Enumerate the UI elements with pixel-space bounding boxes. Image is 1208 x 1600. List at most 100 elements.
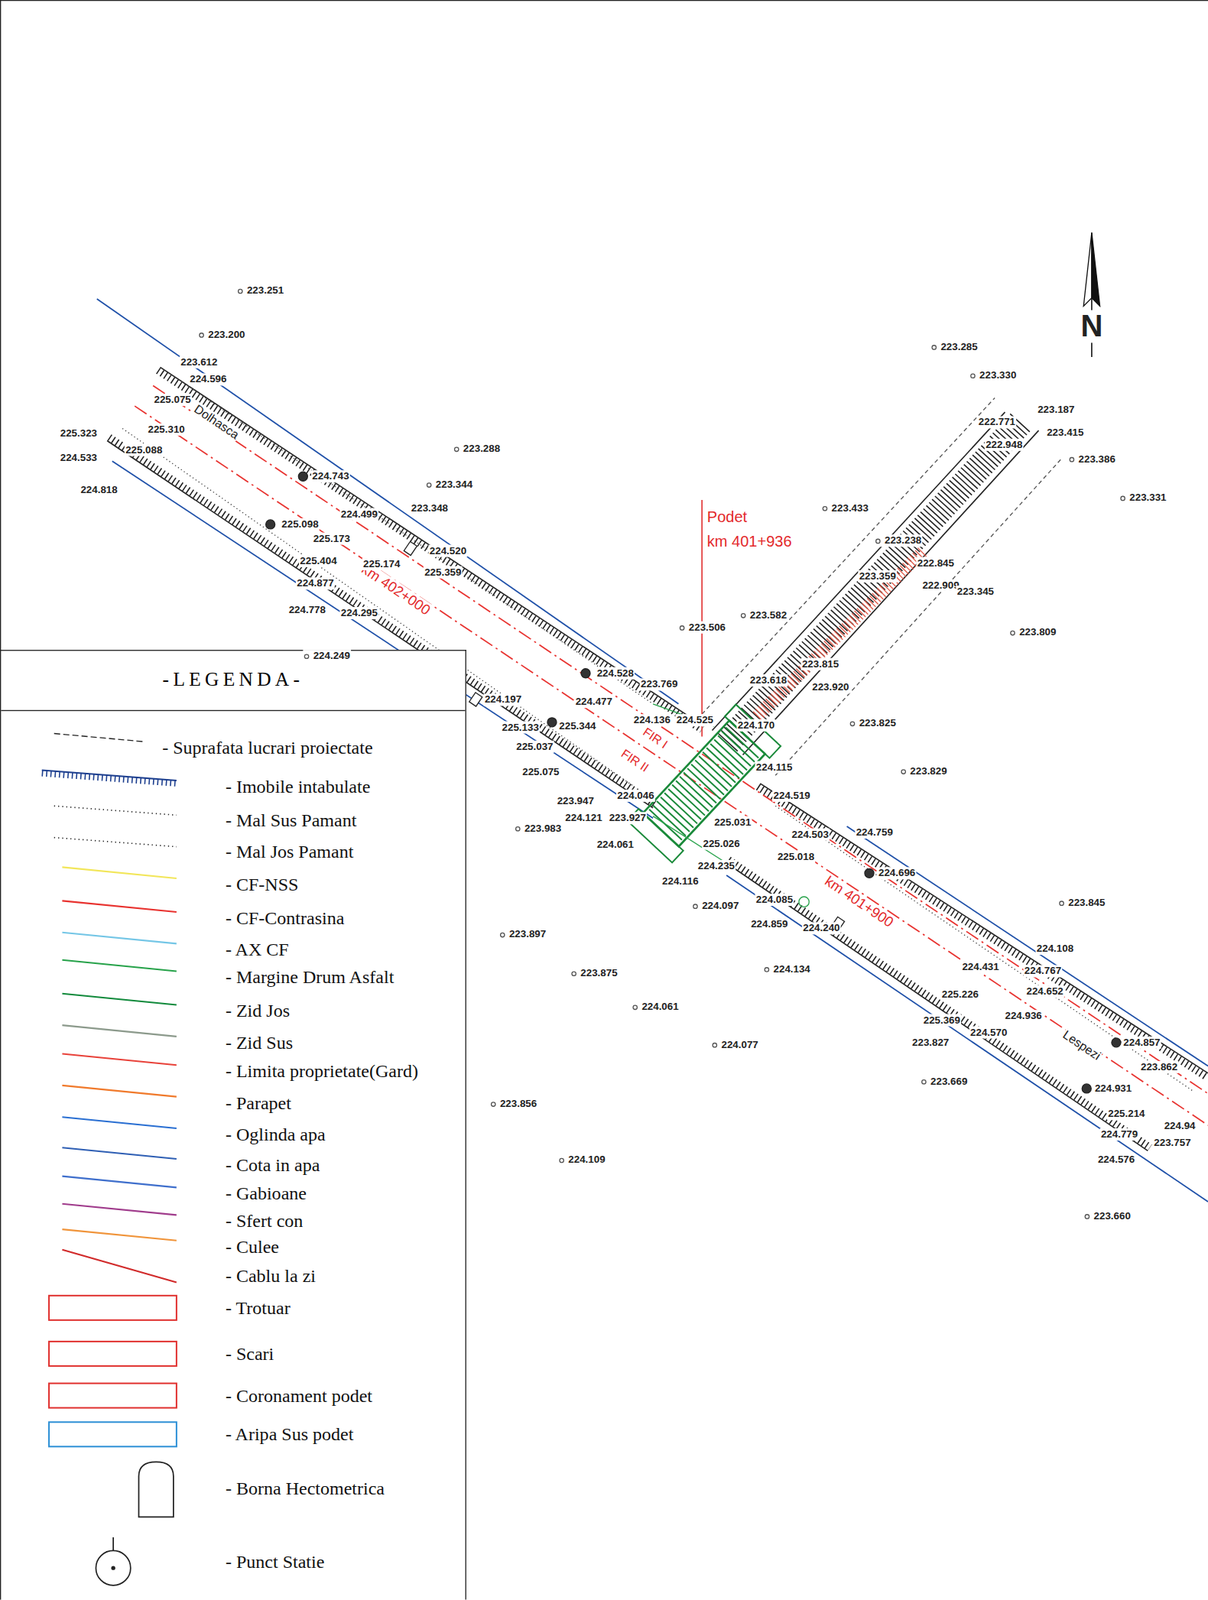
elevation-label: 225.037 [515,740,555,754]
elevation-label: 224.94 [1162,1120,1196,1133]
legend-sample-post [138,1461,173,1517]
elevation-label: 225.075 [152,393,192,406]
project-area-line [701,397,995,715]
legend-text: - Mal Sus Pamant [225,808,357,832]
elevation-label: 225.226 [940,988,980,1001]
elevation-label: 224.115 [755,761,794,774]
legend-text: - Cota in apa [225,1153,320,1176]
legend-text: - Parapet [225,1091,292,1114]
legend-sample-line [61,932,176,945]
legend-sample-line [61,1117,176,1129]
elevation-label: 224.931 [1094,1082,1134,1095]
elevation-label: 223.359 [857,570,897,583]
legend-sample-line [61,960,176,972]
elevation-label: 223.330 [969,369,1018,382]
elevation-label: 225.344 [558,720,598,733]
elevation-label: 224.520 [428,545,468,558]
legend-text: - AX CF [225,938,290,962]
elevation-label: 223.669 [920,1075,969,1088]
legend-sample-hatch [42,770,177,784]
legend-sample-box [48,1295,177,1321]
elevation-label: 224.696 [877,867,917,880]
elevation-label: 224.877 [295,577,335,590]
elevation-label: 225.404 [298,555,338,568]
legend-sample-box [48,1341,177,1367]
track-label: FIR II [617,746,652,777]
legend-text: - Cablu la zi [225,1265,316,1288]
legend-sample-dot [110,1565,115,1570]
bridge-wing [724,704,781,758]
elevation-label: 224.857 [1122,1036,1162,1049]
road-hatch [727,421,1021,743]
elevation-label: 224.519 [772,789,812,803]
legend-text: - Oglinda apa [225,1123,326,1146]
elevation-label: 224.570 [969,1026,1009,1040]
elevation-label: 224.596 [188,373,228,386]
bridge-structure [627,704,782,863]
station-point [1081,1084,1092,1094]
elevation-label: 223.288 [453,442,502,455]
elevation-label: 223.331 [1119,491,1168,504]
elevation-label: 223.809 [1009,626,1058,639]
elevation-label: 225.098 [280,518,320,531]
elevation-label: 224.759 [854,826,894,839]
elevation-label: 223.827 [911,1036,951,1049]
elevation-label: 224.778 [287,604,327,617]
elevation-label: 223.285 [930,340,979,354]
elevation-label: 223.618 [749,674,789,687]
legend-sample-line [61,1054,176,1066]
elevation-label: 223.845 [1058,896,1107,910]
elevation-label: 223.433 [821,502,870,515]
elevation-label: 223.875 [570,967,619,980]
elevation-label: 225.018 [776,850,816,864]
legend-sample-station [95,1537,130,1586]
elevation-label: 224.743 [311,470,351,483]
elevation-label: 223.769 [639,678,679,691]
elevation-label: 223.829 [899,765,949,778]
elevation-label: 225.031 [713,816,753,829]
elevation-label: 224.477 [574,695,614,708]
elevation-label: 223.897 [499,928,548,941]
legend-text: - Zid Jos [225,1000,290,1023]
legend-text: - CF-Contrasina [225,906,345,929]
elevation-label: 224.503 [790,828,830,842]
elevation-label: 224.431 [961,961,1001,974]
bridge-leader [701,500,703,738]
elevation-label: 224.097 [691,899,741,913]
elevation-label: 222.909 [921,579,961,592]
elevation-label: 225.369 [922,1013,962,1027]
legend-sample-tick [112,1537,114,1551]
elevation-label: 224.197 [483,693,523,706]
elevation-label: 223.415 [1045,426,1085,439]
elevation-label: 225.133 [500,720,540,734]
elevation-label: 224.528 [595,667,635,680]
elevation-label: 223.825 [848,717,897,730]
legend-sample-line [61,867,176,879]
legend-text: - Zid Sus [225,1031,293,1054]
chainage-label: km 401+936 [705,532,793,551]
elevation-label: 223.386 [1068,453,1117,466]
legend-text: - Gabioane [225,1182,307,1205]
elevation-label: 224.767 [1023,964,1063,978]
legend-text: - Coronament podet [225,1384,373,1407]
legend-sample-line [54,805,177,816]
elevation-label: 223.815 [801,658,841,671]
property-line [847,826,1208,1067]
elevation-label: 224.859 [750,918,790,931]
legend-sample-line [61,1147,176,1160]
elevation-label: 224.109 [558,1153,607,1166]
legend-text: - Imobile intabulate [225,775,371,798]
elevation-label: 222.845 [915,557,955,570]
elevation-label: 224.818 [79,483,119,497]
elevation-label: 225.075 [521,766,561,779]
elevation-label: 225.088 [124,444,164,457]
north-label: N [1078,310,1105,344]
elevation-label: 225.173 [311,532,351,546]
elevation-label: 224.170 [737,719,777,732]
elevation-label: 224.116 [661,875,700,888]
elevation-label: 224.779 [1100,1128,1140,1141]
legend-sample-line [61,1250,176,1283]
elevation-label: 223.927 [607,811,647,825]
elevation-label: 223.344 [425,478,474,491]
